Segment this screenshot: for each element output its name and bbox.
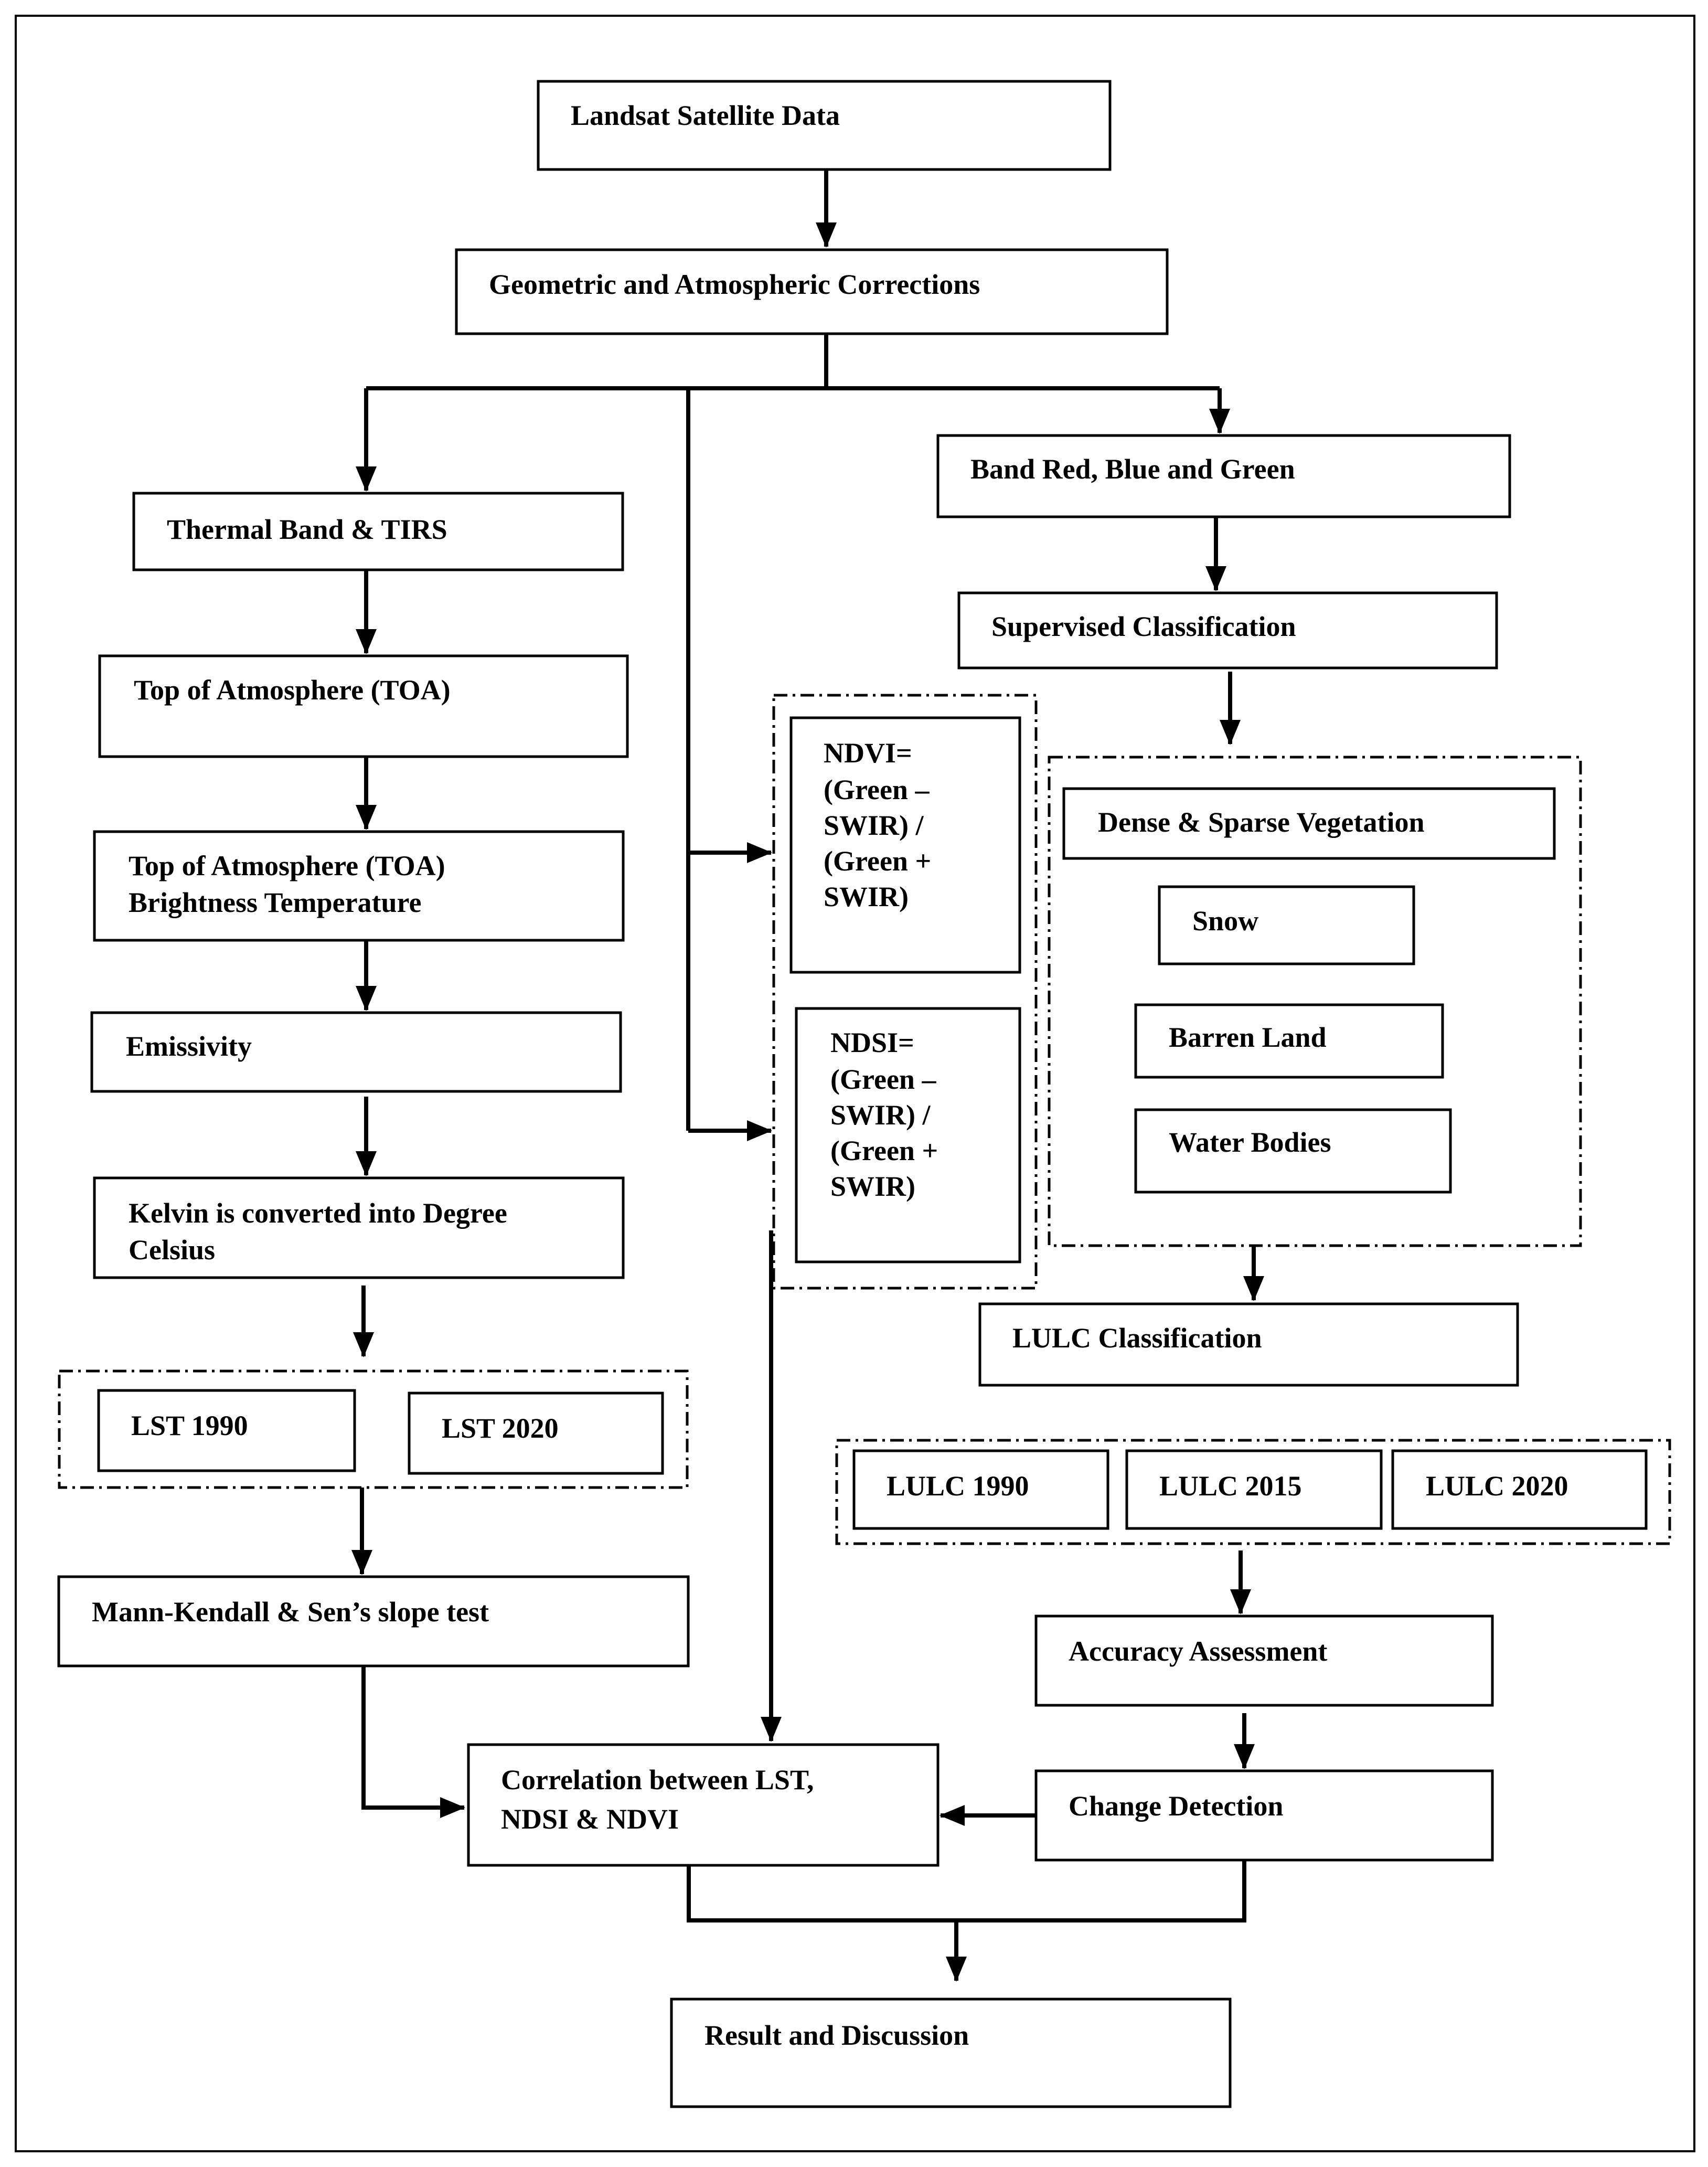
- correlation-box: [467, 1743, 940, 1867]
- dense-sparse-vegetation-label: Dense & Sparse Vegetation: [1098, 806, 1424, 838]
- water-bodies-box: [1134, 1108, 1452, 1194]
- lulc-classification-label: LULC Classification: [1012, 1322, 1262, 1354]
- lulc-classification-box: [978, 1302, 1519, 1387]
- lulc-1990-label: LULC 1990: [887, 1470, 1029, 1502]
- mann-kendall-label: Mann-Kendall & Sen’s slope test: [92, 1596, 489, 1628]
- mann-kendall-box: [57, 1575, 690, 1667]
- landsat-data-box: [537, 80, 1112, 171]
- lulc-2020-label: LULC 2020: [1426, 1470, 1568, 1502]
- kelvin-conversion-box: [93, 1176, 625, 1279]
- ndvi-box: [789, 716, 1021, 974]
- ndsi-box: [795, 1007, 1021, 1263]
- water-bodies-label: Water Bodies: [1169, 1127, 1331, 1158]
- result-discussion-box: [670, 1998, 1232, 2108]
- toa-brightness-box: [93, 830, 625, 942]
- line-corrections-split: [366, 334, 1220, 1131]
- thermal-band-box: [132, 492, 624, 571]
- lst-group: [58, 1369, 689, 1489]
- lst-2020-box: [408, 1391, 664, 1475]
- kelvin-conversion-label: Kelvin is converted into Degree Celsius: [129, 1197, 514, 1266]
- emissivity-box: [90, 1011, 622, 1093]
- toa-label: Top of Atmosphere (TOA): [134, 674, 451, 706]
- band-rgb-label: Band Red, Blue and Green: [970, 453, 1295, 485]
- lulc-1990-box: [852, 1449, 1109, 1530]
- landsat-data-label: Landsat Satellite Data: [571, 100, 840, 131]
- supervised-classification-label: Supervised Classification: [991, 611, 1296, 642]
- landcover-classes-group: [1048, 756, 1582, 1247]
- band-rgb-box: [936, 434, 1511, 518]
- change-detection-box: [1034, 1769, 1494, 1862]
- barren-land-label: Barren Land: [1169, 1022, 1327, 1053]
- barren-land-box: [1134, 1003, 1444, 1079]
- snow-label: Snow: [1192, 905, 1258, 937]
- outer-frame: [15, 15, 1695, 2152]
- correlation-label: Correlation between LST, NDSI & NDVI: [501, 1764, 821, 1835]
- supervised-classification-box: [957, 591, 1498, 670]
- lst-2020-label: LST 2020: [442, 1412, 559, 1444]
- thermal-band-label: Thermal Band & TIRS: [167, 514, 447, 545]
- result-discussion-label: Result and Discussion: [704, 2020, 969, 2051]
- lulc-2020-box: [1391, 1449, 1648, 1530]
- line-to-result: [687, 1860, 1246, 1922]
- arrow-mann-kendall-to-correlation: [361, 1666, 465, 1818]
- change-detection-label: Change Detection: [1069, 1790, 1283, 1822]
- lst-1990-label: LST 1990: [131, 1410, 248, 1441]
- snow-box: [1158, 885, 1415, 965]
- dense-sparse-vegetation-box: [1062, 787, 1556, 860]
- accuracy-assessment-box: [1034, 1614, 1494, 1707]
- lulc-2015-box: [1125, 1449, 1383, 1530]
- lulc-2015-label: LULC 2015: [1159, 1470, 1302, 1502]
- corrections-box: [455, 248, 1169, 335]
- corrections-label: Geometric and Atmospheric Corrections: [489, 269, 980, 300]
- lst-1990-box: [97, 1389, 356, 1472]
- accuracy-assessment-label: Accuracy Assessment: [1069, 1635, 1327, 1667]
- ndvi-label: NDVI= (Green – SWIR) / (Green + SWIR): [824, 737, 938, 912]
- emissivity-label: Emissivity: [126, 1031, 252, 1062]
- toa-box: [98, 654, 629, 758]
- ndsi-label: NDSI= (Green – SWIR) / (Green + SWIR): [830, 1027, 945, 1202]
- toa-brightness-label: Top of Atmosphere (TOA) Brightness Tempe…: [129, 850, 452, 918]
- lulc-years-group: [835, 1439, 1671, 1545]
